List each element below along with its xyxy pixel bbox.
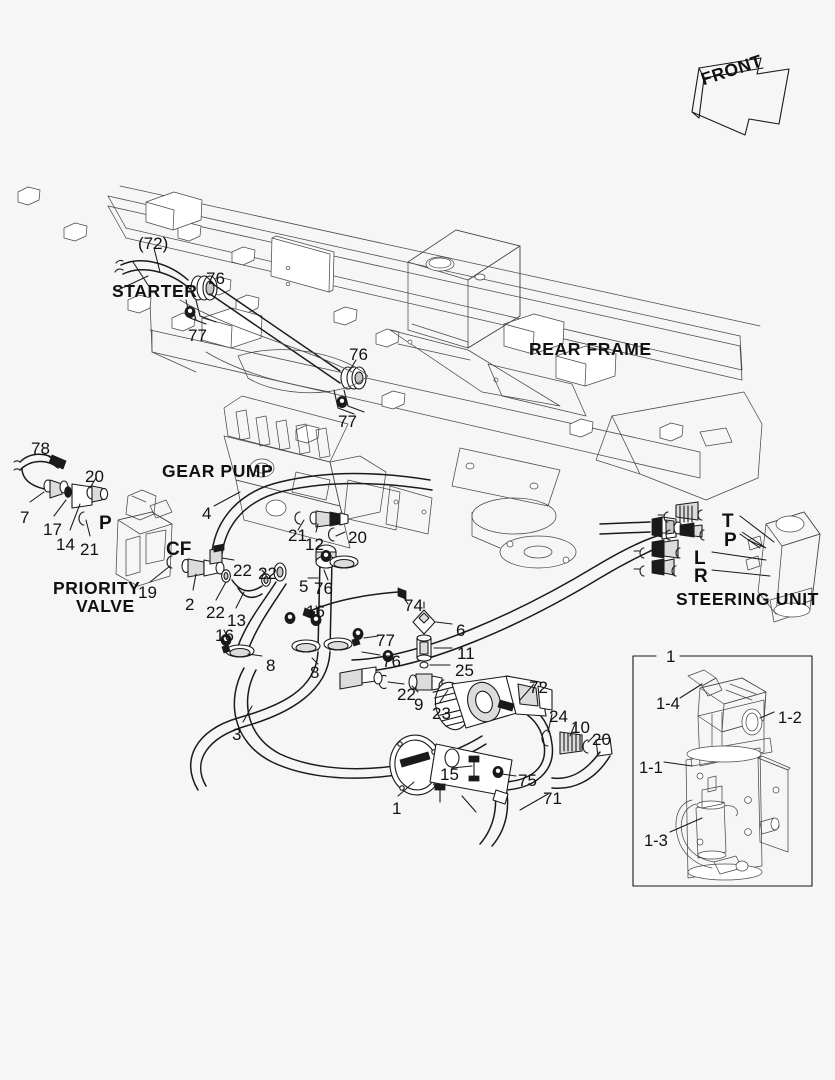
leader-lines	[29, 247, 595, 811]
callout-19: 19	[138, 583, 157, 602]
callout-77-a: 77	[188, 326, 207, 345]
callout-14: 14	[56, 535, 75, 554]
center-fitting-stack	[284, 510, 364, 653]
callout-22-b: 22	[258, 564, 277, 583]
label-steering-unit: STEERING UNIT	[676, 589, 819, 609]
priority-valve-group	[13, 453, 287, 658]
callout-16-a: 16	[215, 626, 234, 645]
inset-callout-1-2: 1-2	[778, 709, 802, 727]
callout-16-b: 16	[306, 602, 325, 621]
port-label-p-steering: P	[724, 530, 737, 551]
callout-20-b: 20	[348, 528, 367, 547]
callout-1-main: 1	[392, 799, 402, 818]
callout-7: 7	[20, 508, 30, 527]
callout-11: 11	[457, 644, 475, 663]
engine-gearbox-assembly	[223, 395, 577, 569]
callout-8-a: 8	[266, 656, 276, 675]
callout-20-c: 20	[592, 730, 611, 749]
port-label-t: T	[722, 511, 734, 532]
port-label-cf: CF	[166, 539, 192, 560]
rear-frame-structure	[17, 185, 763, 507]
callout-77-b: 77	[338, 412, 357, 431]
callout-8-b: 8	[310, 663, 320, 682]
callout-12: 12	[305, 535, 324, 554]
sensor-column	[302, 587, 445, 694]
callout-4: 4	[202, 504, 212, 523]
front-arrow-shape	[691, 57, 790, 136]
callout-78: 78	[31, 439, 50, 458]
inset-title-callout-1: 1	[666, 647, 676, 666]
port-connectors	[633, 501, 705, 577]
callout-72-paren: (72)	[138, 234, 169, 253]
callout-74: 74	[404, 596, 423, 615]
label-priority-valve-line2: VALVE	[76, 596, 135, 616]
callout-72: 72	[529, 678, 548, 697]
label-priority-valve-line1: PRIORITY	[53, 578, 141, 598]
callout-17: 17	[43, 520, 62, 539]
callout-22-a: 22	[233, 561, 252, 580]
callout-25: 25	[455, 661, 474, 680]
callout-6: 6	[456, 621, 466, 640]
reservoir-box	[407, 229, 521, 349]
callout-76-a: 76	[206, 269, 225, 288]
callout-71: 71	[543, 789, 562, 808]
callout-9: 9	[414, 695, 424, 714]
callout-24: 24	[549, 707, 568, 726]
starter-cable-assembly	[114, 259, 369, 415]
inset-callout-1-4: 1-4	[656, 695, 680, 713]
callout-76-b: 76	[349, 345, 368, 364]
label-starter: STARTER	[112, 281, 198, 301]
callout-5: 5	[299, 577, 309, 596]
callout-76-d: 76	[382, 652, 401, 671]
callout-13: 13	[227, 611, 246, 630]
label-rear-frame: REAR FRAME	[529, 339, 652, 359]
port-label-p-priority: P	[99, 513, 112, 534]
callout-76-c: 76	[314, 579, 333, 598]
inset-callout-1-3: 1-3	[644, 832, 668, 850]
port-label-l: L	[694, 548, 706, 569]
port-label-r: R	[694, 566, 708, 587]
callout-20-a: 20	[85, 467, 104, 486]
steering-unit-assembly	[599, 501, 821, 623]
callout-22-c: 22	[206, 603, 225, 622]
callout-2: 2	[185, 595, 195, 614]
label-gear-pump: GEAR PUMP	[162, 461, 274, 481]
inset-detail-box	[632, 655, 813, 887]
cf-fitting-group	[166, 543, 287, 658]
hydraulic-pump-assembly	[389, 675, 613, 813]
callout-3: 3	[232, 725, 242, 744]
callout-77-c: 77	[376, 631, 395, 650]
callout-23: 23	[432, 704, 451, 723]
callout-21-a: 21	[80, 540, 99, 559]
callout-10: 10	[571, 718, 590, 737]
callout-15: 15	[440, 765, 459, 784]
callout-22-d: 22	[397, 685, 416, 704]
inset-callout-1-1: 1-1	[639, 759, 663, 777]
callout-21-b: 21	[288, 526, 307, 545]
callout-75: 75	[518, 771, 537, 790]
